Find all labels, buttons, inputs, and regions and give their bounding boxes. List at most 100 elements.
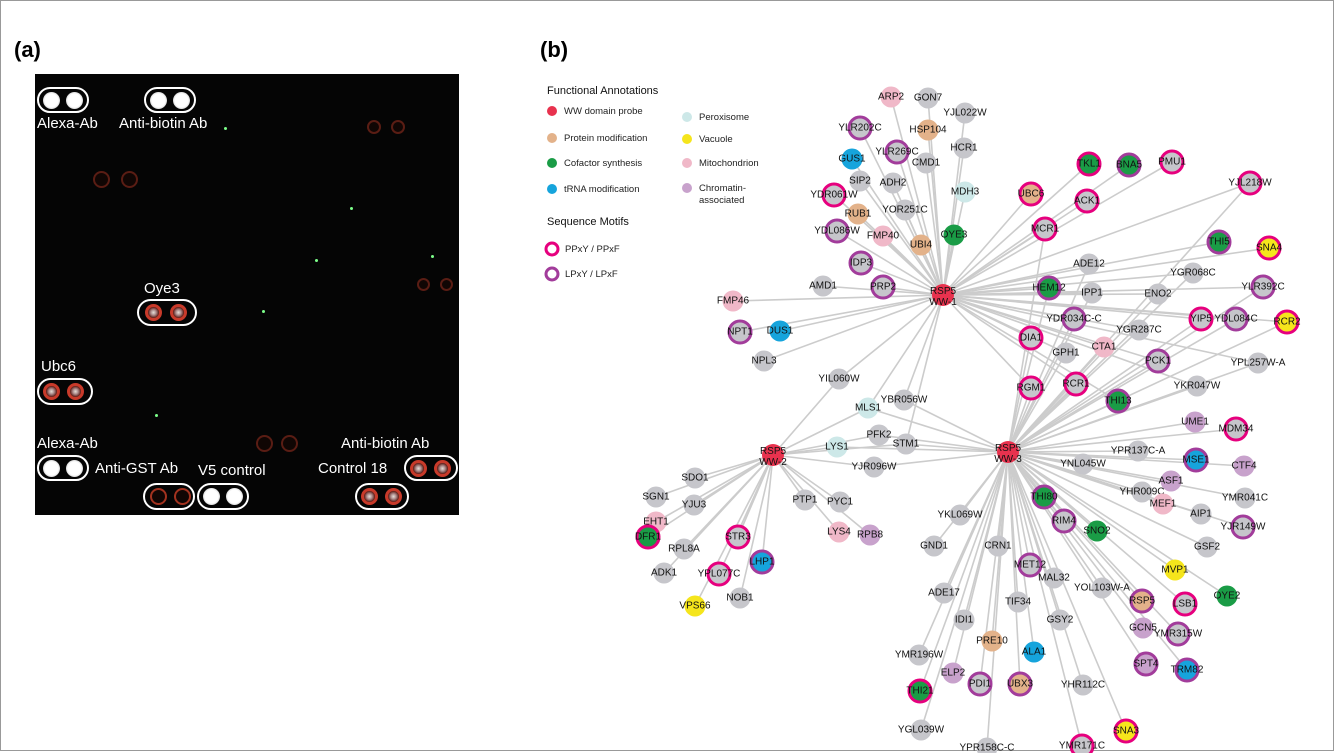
node-label: YIL060W — [818, 374, 860, 385]
node-npt1: NPT1 — [727, 319, 753, 345]
node-yol103w-a: YOL103W-A — [1074, 577, 1130, 599]
node-circle — [1018, 181, 1044, 207]
array-spot — [367, 120, 381, 134]
node-circle — [1061, 306, 1087, 332]
node-rsp5: RSP5 — [1129, 588, 1155, 614]
array-spot — [121, 171, 138, 188]
anti-biotin-top-outline — [144, 87, 196, 113]
node-circle — [976, 737, 998, 753]
edge-sna4-ww1 — [942, 247, 1270, 296]
node-circle — [882, 172, 904, 194]
node-circle — [1072, 674, 1094, 696]
node-label: YDL084C — [1214, 314, 1257, 325]
node-rcr2: RCR2 — [1273, 309, 1301, 335]
node-label: YPR158C-C — [959, 743, 1014, 753]
node-ygr068c: YGR068C — [1170, 262, 1216, 284]
node-fmp46: FMP46 — [717, 290, 750, 312]
array-spot — [150, 92, 167, 109]
legend-swatch-vacuole — [682, 134, 692, 144]
node-label: YJR096W — [851, 462, 897, 473]
node-dia1: DIA1 — [1018, 325, 1044, 351]
edge-rpb8-ww2 — [772, 454, 871, 536]
node-label: YDR034C-C — [1046, 314, 1102, 325]
node-circle — [1078, 253, 1100, 275]
node-circle — [1188, 306, 1214, 332]
legend-swatch-mito — [682, 158, 692, 168]
node-label: YJL218W — [1228, 178, 1272, 189]
edge-gnd1-ww3 — [933, 451, 1009, 547]
legend-label-cofactor: Cofactor synthesis — [564, 158, 642, 169]
node-label: YDR061W — [810, 190, 858, 201]
node-label: SNA3 — [1113, 726, 1140, 737]
node-label: DIA1 — [1020, 333, 1043, 344]
node-circle — [933, 582, 955, 604]
node-circle — [847, 115, 873, 141]
node-gus1: GUS1 — [838, 148, 866, 170]
node-circle — [907, 678, 933, 704]
node-circle — [1160, 470, 1182, 492]
edge-mls1-ww3 — [867, 407, 1009, 453]
node-ymr315w: YMR315W — [1154, 621, 1203, 647]
edge-lys1-ww3 — [836, 446, 1009, 453]
node-mef1: MEF1 — [1150, 493, 1177, 515]
node-yhr009c: YHR009C — [1119, 481, 1165, 503]
node-label: DFR1 — [635, 532, 662, 543]
node-circle — [1247, 352, 1269, 374]
legend-ring-lpxy — [544, 266, 560, 282]
node-label: PDI1 — [969, 679, 992, 690]
node-circle — [1036, 275, 1062, 301]
alexa-ab-top-outline — [37, 87, 89, 113]
node-circle — [1274, 309, 1300, 335]
node-trm82: TRM82 — [1171, 657, 1204, 683]
edge-arp2-ww1 — [890, 96, 944, 296]
node-idp3: IDP3 — [848, 250, 874, 276]
node-npl3: NPL3 — [751, 350, 777, 372]
edge-ylr392c-ww3 — [1007, 286, 1264, 453]
node-ypl257w-a: YPL257W-A — [1231, 352, 1286, 374]
array-spot — [203, 488, 220, 505]
node-label: TRM82 — [1171, 665, 1204, 676]
node-label: THI21 — [906, 686, 934, 697]
node-bna5: BNA5 — [1116, 152, 1142, 178]
node-yil060w: YIL060W — [818, 368, 860, 390]
edge-yil060w-ww1 — [838, 294, 944, 380]
legend-motif-lpxy: LPxY / LPxF — [565, 269, 618, 280]
node-circle — [848, 250, 874, 276]
edge-ykr047w-ww3 — [1007, 385, 1198, 453]
node-label: LYS1 — [825, 442, 849, 453]
node-gph1: GPH1 — [1052, 342, 1080, 364]
node-label: ENO2 — [1144, 289, 1172, 300]
node-label: YHR112C — [1061, 680, 1105, 691]
node-label: MDH3 — [951, 187, 980, 198]
probe-label-line2: WW-2 — [759, 457, 787, 468]
node-circle — [1172, 591, 1198, 617]
node-circle — [1223, 416, 1249, 442]
edge-ypr137c-a-ww3 — [1007, 450, 1139, 453]
node-circle — [880, 86, 902, 108]
node-label: YMR196W — [895, 650, 944, 661]
node-label: PTP1 — [792, 495, 817, 506]
node-label: IPP1 — [1081, 288, 1103, 299]
node-circle — [847, 203, 869, 225]
legend-label-trna: tRNA modification — [564, 184, 640, 195]
array-spot — [150, 488, 167, 505]
node-ptp1: PTP1 — [792, 489, 818, 511]
node-rim4: RIM4 — [1051, 508, 1077, 534]
node-ydr034c-c: YDR034C-C — [1046, 306, 1102, 332]
node-circle — [1145, 348, 1171, 374]
node-ylr202c: YLR202C — [838, 115, 882, 141]
node-circle — [1147, 283, 1169, 305]
node-circle — [1007, 591, 1029, 613]
node-circle — [981, 630, 1003, 652]
node-rub1: RUB1 — [845, 203, 872, 225]
node-label: SIP2 — [849, 176, 871, 187]
node-circle — [829, 491, 851, 513]
node-ydl086w: YDL086W — [814, 218, 860, 244]
node-label: PMU1 — [1158, 157, 1186, 168]
node-ubi4: UBI4 — [910, 234, 933, 256]
edge-ubc6-ww1 — [942, 193, 1032, 296]
legend-functional-title: Functional Annotations — [547, 85, 659, 97]
node-label: THI80 — [1030, 492, 1058, 503]
node-tkl1: TKL1 — [1076, 151, 1102, 177]
